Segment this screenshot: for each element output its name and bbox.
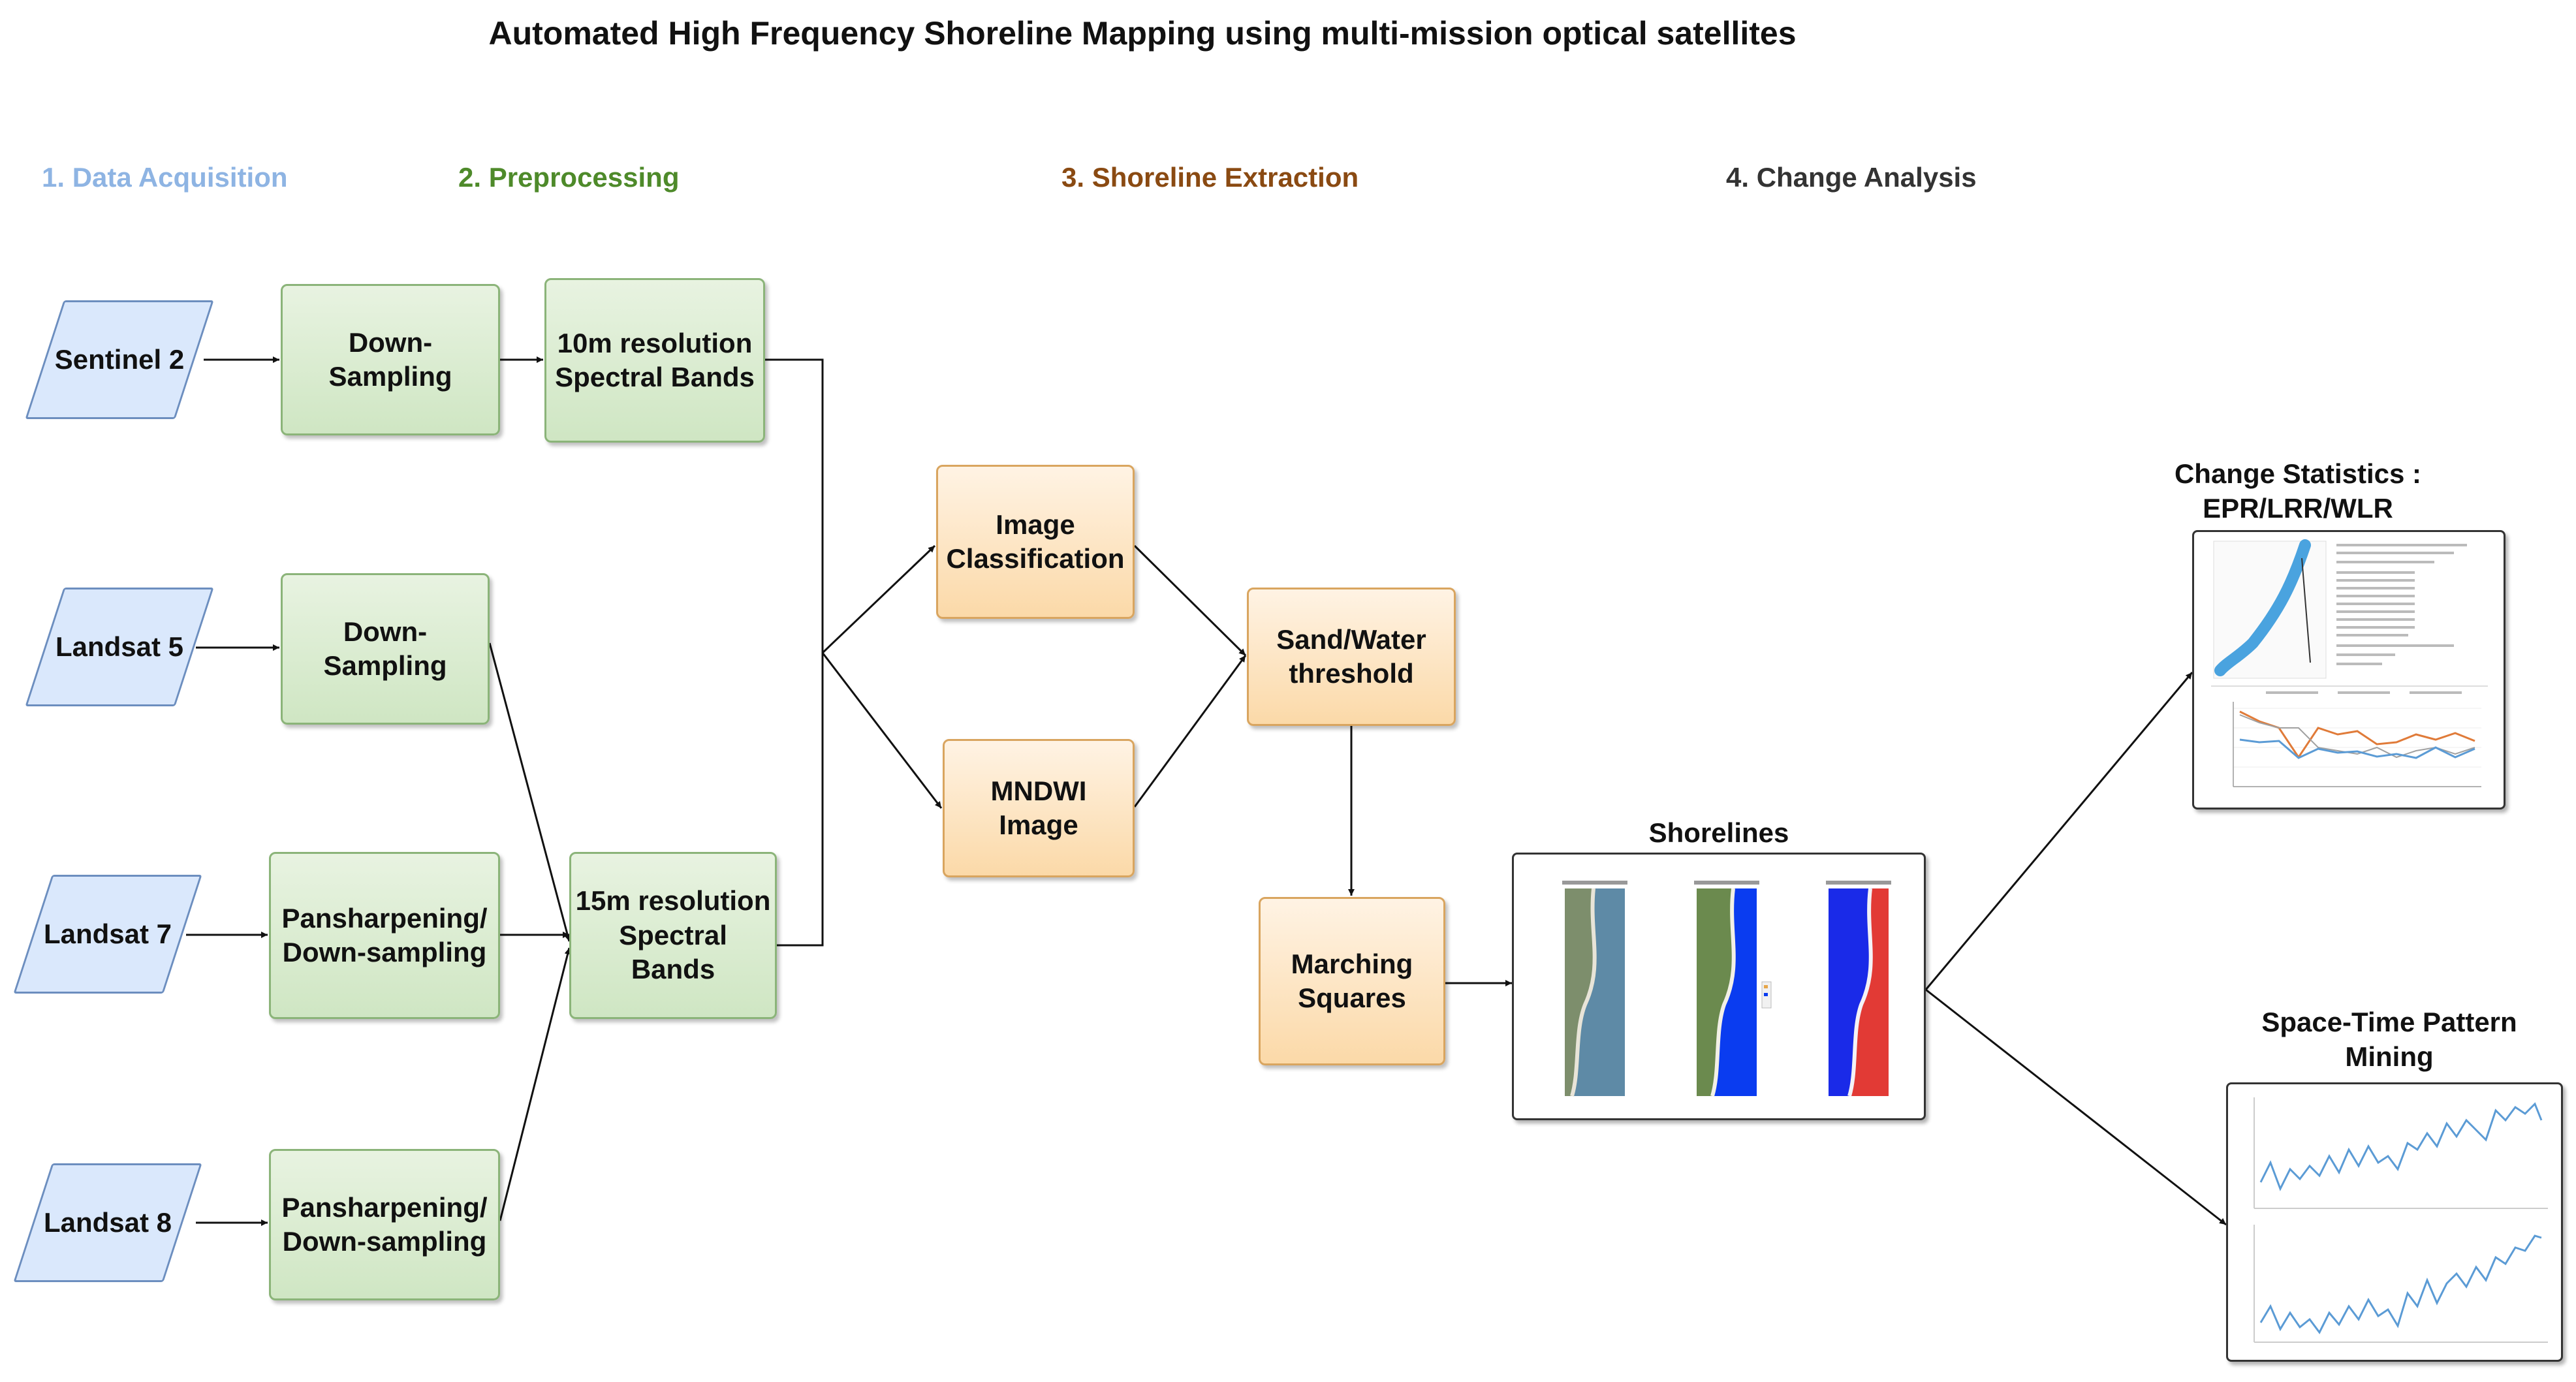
node-label-line: Down-	[343, 616, 428, 647]
panel-title-line: Mining	[2345, 1041, 2434, 1072]
downsampling-landsat5-node: Down-Sampling	[281, 573, 490, 725]
input-label: Landsat 8	[43, 1207, 172, 1238]
edge-shore-stpm	[1925, 988, 2227, 1226]
edge-merge-mndwi	[821, 652, 943, 809]
node-label-line: Squares	[1298, 982, 1406, 1013]
shorelines-title: Shorelines	[1648, 817, 1789, 848]
input-label: Landsat 7	[43, 919, 172, 949]
node-label-line: Spectral	[619, 919, 727, 950]
node-label-line: Sampling	[328, 361, 452, 392]
change-statistics-panel	[2192, 530, 2505, 809]
change-statistics-charts	[2211, 539, 2488, 787]
panel-title-line: Change Statistics :	[2174, 458, 2422, 489]
node-label-line: Image	[996, 509, 1075, 540]
space-time-charts	[2254, 1097, 2548, 1343]
node-label-line: 10m resolution	[557, 327, 753, 358]
edge-shore-change	[1924, 672, 2193, 990]
series-wlr	[2239, 738, 2475, 759]
panel-title-line: EPR/LRR/WLR	[2203, 492, 2393, 524]
edge-classif-thresh	[1133, 544, 1247, 657]
node-label-line: Classification	[946, 543, 1125, 574]
edge-merge-classif	[821, 544, 936, 654]
input-label: Sentinel 2	[54, 344, 185, 375]
space-time-pattern-title: Space-Time Pattern Mining	[2220, 1005, 2559, 1074]
shorelines-panel	[1512, 853, 1926, 1120]
change-statistics-title: Change Statistics : EPR/LRR/WLR	[2167, 457, 2428, 526]
stage-label-analysis: 4. Change Analysis	[1726, 162, 1977, 193]
map-classified	[1694, 881, 1772, 1097]
node-label-line: Down-sampling	[282, 1226, 487, 1257]
shoreline-maps	[1562, 881, 1891, 1097]
pansharpening-landsat8-node: Pansharpening/Down-sampling	[269, 1149, 500, 1300]
transect-shoreline	[2214, 539, 2311, 676]
node-label-line: Bands	[631, 954, 715, 985]
node-label-line: Spectral Bands	[555, 362, 755, 392]
node-label-line: Sampling	[323, 650, 447, 681]
stage-label-extraction: 3. Shoreline Extraction	[1061, 162, 1359, 193]
edge-pan2-res15	[499, 947, 571, 1221]
pansharpening-landsat7-node: Pansharpening/Down-sampling	[269, 852, 500, 1019]
input-label: Landsat 5	[55, 631, 184, 662]
edge-mndwi-thresh	[1133, 655, 1247, 808]
panel-title-line: Space-Time Pattern	[2261, 1007, 2517, 1037]
map-index	[1826, 881, 1891, 1097]
space-time-pattern-panel	[2226, 1082, 2563, 1362]
input-landsat-8: Landsat 8	[13, 1163, 202, 1282]
input-landsat-5: Landsat 5	[25, 588, 214, 706]
pattern-series-2	[2259, 1234, 2542, 1334]
node-label-line: Sand/Water	[1276, 623, 1426, 655]
pattern-series-1	[2259, 1102, 2543, 1191]
stage-label-preprocessing: 2. Preprocessing	[458, 162, 680, 193]
diagram-title: Automated High Frequency Shoreline Mappi…	[488, 15, 1797, 52]
node-label-line: Down-	[348, 326, 433, 358]
node-label-line: MNDWI	[990, 775, 1087, 806]
input-landsat-7: Landsat 7	[13, 875, 202, 994]
stage-label-acquisition: 1. Data Acquisition	[42, 162, 288, 193]
node-label-line: Image	[999, 809, 1078, 840]
node-label-line: Down-sampling	[282, 937, 487, 967]
downsampling-sentinel-node: Down-Sampling	[281, 284, 500, 435]
map-natural-color	[1562, 881, 1627, 1097]
node-label-line: Pansharpening/	[281, 902, 488, 934]
edge-down2-res15	[488, 642, 571, 942]
node-label-line: Marching	[1291, 948, 1413, 979]
node-label-line: 15m resolution	[575, 885, 771, 917]
input-sentinel-2: Sentinel 2	[25, 300, 214, 419]
node-label-line: threshold	[1289, 658, 1414, 689]
node-label-line: Pansharpening/	[281, 1191, 488, 1223]
